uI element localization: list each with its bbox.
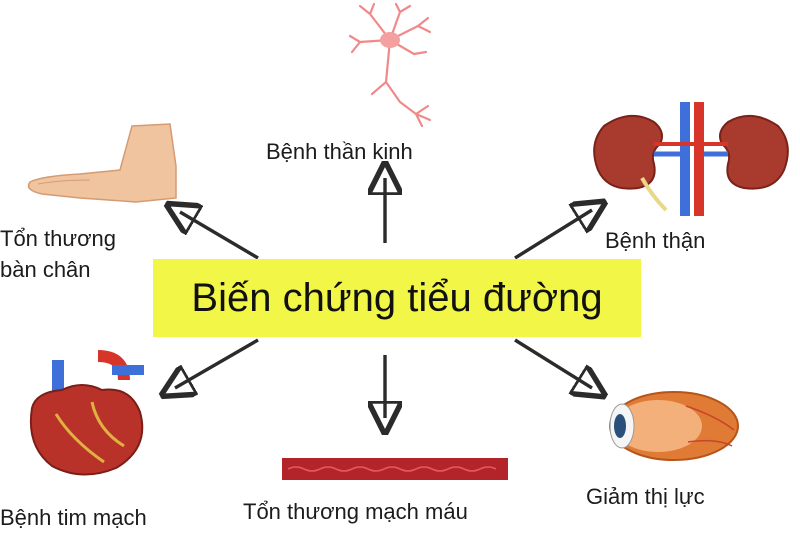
blood-vessel-icon (282, 458, 508, 480)
label-foot-line2: bàn chân (0, 257, 91, 282)
label-kidney: Bệnh thận (605, 228, 706, 253)
neuron-icon (348, 2, 432, 128)
arrow-to-foot (180, 212, 259, 260)
heart-icon (29, 350, 144, 476)
center-title: Biến chứng tiểu đường (191, 275, 603, 320)
label-heart: Bệnh tim mạch (0, 505, 147, 530)
label-neuro: Bệnh thần kinh (266, 139, 413, 164)
arrow-to-heart (175, 338, 259, 388)
arrow-to-eye (514, 338, 592, 388)
label-eye: Giảm thị lực (586, 484, 705, 509)
eye-icon (609, 391, 739, 461)
label-foot-line1: Tổn thương (0, 226, 116, 251)
center-title-box: Biến chứng tiểu đường (153, 259, 641, 337)
label-vessel: Tổn thương mạch máu (243, 499, 468, 524)
foot-icon (27, 123, 177, 203)
arrow-to-kidney (514, 210, 592, 260)
kidney-icon (593, 102, 789, 216)
